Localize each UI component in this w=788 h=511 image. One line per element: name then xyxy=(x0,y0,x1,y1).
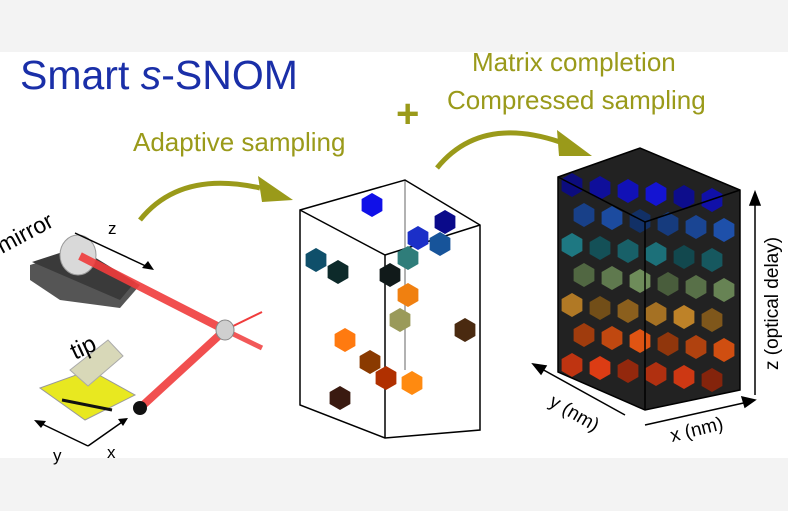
dense-sample xyxy=(645,362,667,386)
setup-x-label: x xyxy=(107,443,116,462)
adaptive-sampling-label: Adaptive sampling xyxy=(133,127,346,157)
dense-sample xyxy=(589,356,611,380)
top-band xyxy=(0,0,788,52)
sparse-sample xyxy=(434,210,456,234)
arrow-to-sparse-cube xyxy=(138,180,261,222)
dense-sample xyxy=(617,359,639,383)
arrow-head-1 xyxy=(258,176,293,202)
sparse-cube-samples xyxy=(305,193,476,410)
beam-2 xyxy=(137,327,228,411)
dense-sample xyxy=(701,368,723,392)
cantilever xyxy=(69,339,124,387)
setup-z-head xyxy=(142,261,154,270)
z-axis-head xyxy=(748,189,762,206)
dense-sample xyxy=(685,215,707,239)
setup-z-axis xyxy=(74,232,151,269)
setup-y-head xyxy=(34,420,46,428)
sparse-sample xyxy=(389,308,411,332)
dense-sample xyxy=(673,245,695,269)
dense-edge-2 xyxy=(644,189,741,223)
sparse-sample xyxy=(361,193,383,217)
dense-sample xyxy=(685,335,707,359)
dense-sample xyxy=(561,233,583,257)
dense-sample xyxy=(701,248,723,272)
dense-sample xyxy=(617,239,639,263)
sparse-sample xyxy=(429,232,451,256)
dense-sample xyxy=(617,299,639,323)
matrix-completion-label: Matrix completion xyxy=(472,47,676,77)
z-axis-label: z (optical delay) xyxy=(762,237,783,370)
sparse-sample xyxy=(359,350,381,374)
arrow-to-full-cube xyxy=(435,130,561,170)
sparse-sample xyxy=(334,328,356,352)
dense-sample xyxy=(673,365,695,389)
dense-sample xyxy=(573,323,595,347)
sparse-sample xyxy=(305,248,327,272)
dense-cube-samples xyxy=(561,173,735,392)
dense-sample xyxy=(657,332,679,356)
dense-edge-1 xyxy=(557,176,646,223)
dense-sample xyxy=(685,275,707,299)
x-axis-line xyxy=(644,401,749,426)
dense-sample xyxy=(713,278,735,302)
sparse-sample xyxy=(397,283,419,307)
beam-1 xyxy=(78,252,227,334)
setup-y-axis xyxy=(37,421,89,447)
dense-sample xyxy=(617,179,639,203)
sparse-edge-1 xyxy=(299,209,386,256)
sparse-sample xyxy=(329,386,351,410)
y-axis-line xyxy=(539,367,626,416)
y-axis-head xyxy=(531,362,548,376)
dense-cube-axes xyxy=(531,189,762,426)
setup-x-head xyxy=(118,418,128,426)
dense-sample xyxy=(713,338,735,362)
setup-z-label: z xyxy=(108,219,117,238)
dense-sample xyxy=(645,182,667,206)
dense-sample xyxy=(589,236,611,260)
tip-shaft xyxy=(61,398,113,412)
sparse-sample xyxy=(407,226,429,250)
dense-sample xyxy=(589,176,611,200)
setup-x-axis xyxy=(87,419,126,447)
dense-sample xyxy=(657,272,679,296)
dense-sample xyxy=(601,266,623,290)
sparse-sample xyxy=(379,263,401,287)
mirror-label: mirror xyxy=(0,207,58,258)
sparse-sample xyxy=(397,246,419,270)
bottom-band xyxy=(0,458,788,511)
dense-sample xyxy=(589,296,611,320)
page-title: Smart s-SNOM xyxy=(20,52,298,98)
dense-sample xyxy=(573,263,595,287)
sparse-cube-outline xyxy=(299,179,481,439)
sparse-sample xyxy=(401,371,423,395)
dense-sample xyxy=(673,185,695,209)
dense-cube xyxy=(557,147,741,411)
dense-sample xyxy=(645,242,667,266)
dense-sample xyxy=(561,353,583,377)
sample-plate xyxy=(38,369,137,421)
dense-sample xyxy=(645,302,667,326)
sparse-sample xyxy=(454,318,476,342)
sparse-sample xyxy=(327,260,349,284)
compressed-sampling-label: Compressed sampling xyxy=(447,85,706,115)
dense-sample xyxy=(561,293,583,317)
plus-sign: + xyxy=(396,92,420,136)
tip-apex xyxy=(133,401,147,415)
sparse-sample xyxy=(375,366,397,390)
x-axis-head xyxy=(740,395,757,409)
dense-sample xyxy=(601,206,623,230)
dense-sample xyxy=(601,326,623,350)
dense-sample xyxy=(573,203,595,227)
dense-sample xyxy=(713,218,735,242)
dense-sample xyxy=(701,308,723,332)
dense-sample xyxy=(673,305,695,329)
dense-sample xyxy=(657,212,679,236)
arrow-head-2 xyxy=(557,130,592,156)
snom-setup: mirror tip z y x xyxy=(0,207,264,465)
beamsplitter xyxy=(215,319,235,341)
setup-y-label: y xyxy=(53,446,62,465)
